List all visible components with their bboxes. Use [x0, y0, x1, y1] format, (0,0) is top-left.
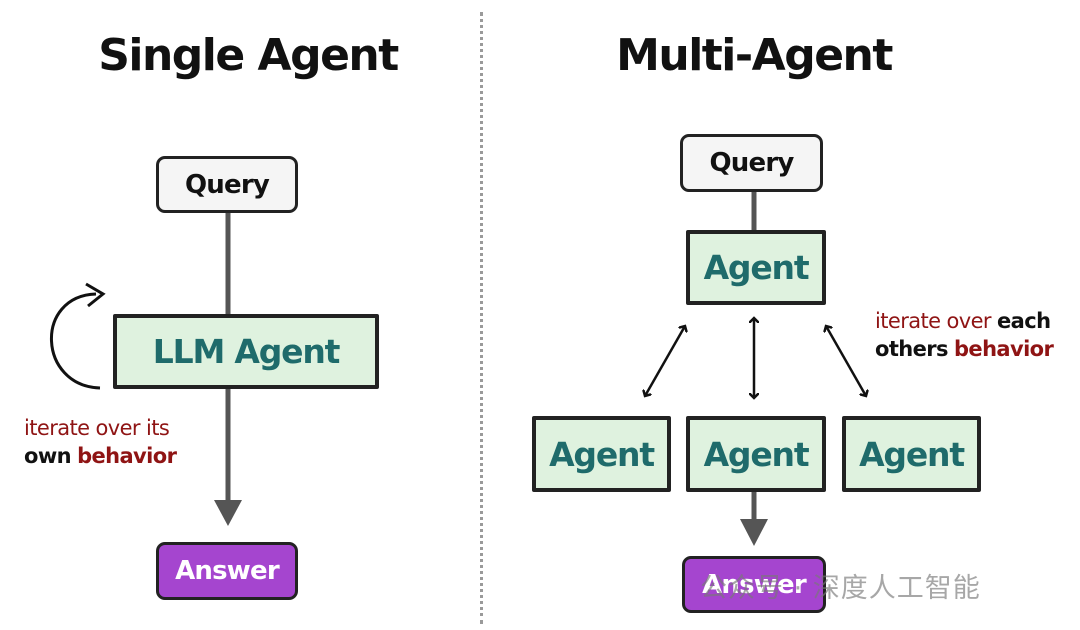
right-answer-arrowhead — [740, 519, 768, 546]
right-answer-box: Answer — [682, 556, 826, 613]
right-query-box: Query — [680, 134, 823, 192]
right-note-each: each — [997, 309, 1051, 333]
double-arrow-right — [826, 326, 866, 396]
llm-agent-box: LLM Agent — [113, 314, 379, 389]
left-note-own: own — [24, 444, 72, 468]
right-note-others: others — [875, 337, 949, 361]
top-agent-box: Agent — [686, 230, 826, 305]
bottom-agent-left: Agent — [532, 416, 671, 492]
right-note-iterate: iterate over — [875, 309, 992, 333]
left-iterate-note: iterate over its own behavior — [24, 414, 177, 470]
bottom-agent-center: Agent — [686, 416, 826, 492]
double-arrow-left — [645, 326, 685, 396]
right-iterate-note: iterate over each others behavior — [875, 307, 1054, 363]
left-note-line1: iterate over its — [24, 416, 170, 440]
watermark: 公众号 · 深度人工智能 — [700, 573, 981, 604]
multi-agent-title: Multi-Agent — [616, 30, 893, 81]
bottom-agent-right: Agent — [842, 416, 981, 492]
section-divider — [480, 12, 483, 624]
single-agent-title: Single Agent — [98, 30, 399, 81]
left-note-behavior: behavior — [77, 444, 177, 468]
right-note-behavior: behavior — [954, 337, 1054, 361]
left-answer-box: Answer — [156, 542, 298, 600]
self-loop-arrow — [50, 292, 101, 390]
left-query-box: Query — [156, 156, 298, 213]
left-answer-arrowhead — [214, 500, 242, 526]
